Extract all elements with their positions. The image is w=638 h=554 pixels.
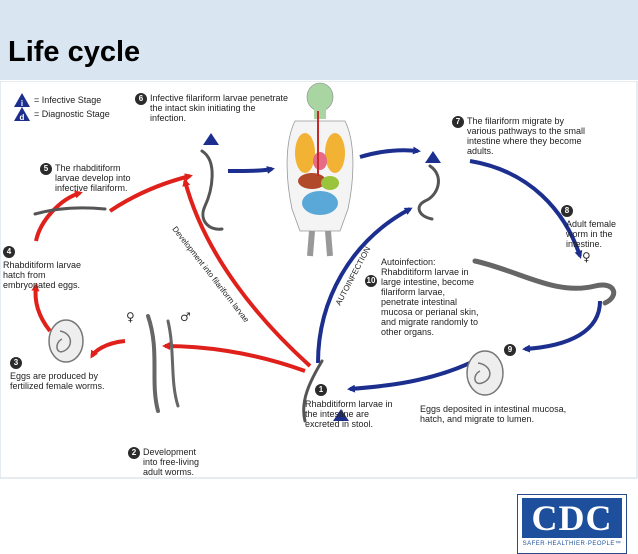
diagram-canvas: i d <box>0 81 638 479</box>
arrow-7-to-8 <box>469 159 583 259</box>
human-body-illustration <box>286 82 354 257</box>
step-4-label: Rhabditiform larvae hatch from embryonat… <box>3 260 82 290</box>
step-9-number: 9 <box>504 344 516 356</box>
male-symbol-free-living: ♂ <box>180 310 191 324</box>
step-8-number: 8 <box>561 205 573 217</box>
cdc-logo-box: CDC SAFER·HEALTHIER·PEOPLE™ <box>517 494 627 554</box>
step-1-number: 1 <box>315 384 327 396</box>
step-4-number: 4 <box>3 246 15 258</box>
infective-stage-icon <box>14 93 30 107</box>
arrow-6-to-host <box>227 166 275 174</box>
diagnostic-marker-1 <box>333 409 349 421</box>
legend-infective: = Infective Stage <box>34 95 102 105</box>
arrow-1-to-2 <box>162 342 306 373</box>
free-living-male-worm <box>166 319 180 408</box>
title-bar <box>0 0 638 80</box>
step-10-number: 10 <box>365 275 377 287</box>
step-7-number: 7 <box>452 116 464 128</box>
infective-marker-7 <box>425 151 441 163</box>
filariform-larva-6 <box>200 149 224 231</box>
diagnostic-stage-icon <box>14 107 30 121</box>
filariform-larva-7 <box>417 164 440 221</box>
arrow-3-to-4 <box>31 283 52 333</box>
step-8-label: Adult female worm in the intestine. <box>566 219 617 249</box>
arrow-5-to-6 <box>108 173 193 213</box>
arrow-9-to-1 <box>347 361 471 393</box>
step-2-number: 2 <box>128 447 140 459</box>
infective-marker-6 <box>203 133 219 145</box>
step-3-number: 3 <box>10 357 22 369</box>
slide-title: Life cycle <box>8 36 141 68</box>
life-cycle-diagram: i d <box>0 81 638 554</box>
step-3-label: Eggs are produced by fertilized female w… <box>10 371 105 391</box>
step-1-label: Rhabditiform larvae in the intestine are… <box>305 399 393 429</box>
embryo-9 <box>474 362 491 385</box>
embryo-3 <box>56 330 72 353</box>
step-6-label: Infective filariform larvae penetrate th… <box>150 93 289 123</box>
female-symbol-adult: ♀ <box>582 250 591 264</box>
arrow-host-to-7 <box>359 146 421 159</box>
cdc-tagline: SAFER·HEALTHIER·PEOPLE™ <box>522 541 622 547</box>
filariform-larva-5 <box>33 206 107 216</box>
step-9-label: Eggs deposited in intestinal mucosa, hat… <box>420 404 567 424</box>
cdc-logo: CDC <box>522 498 622 538</box>
step-2-label: Development into free-living adult worms… <box>143 447 200 477</box>
arrow-8-to-9 <box>522 300 602 353</box>
egg-9 <box>466 350 504 396</box>
arrow-2-to-3 <box>90 339 126 359</box>
rhabditiform-larva-1 <box>302 359 324 423</box>
step-6-number: 6 <box>135 93 147 105</box>
step-5-number: 5 <box>40 163 52 175</box>
diagnostic-stage-mark: d <box>20 113 25 122</box>
step-5-label: The rhabditiform larvae develop into inf… <box>55 163 131 193</box>
arrow-autoinfection <box>316 207 413 364</box>
arrow-4-to-5 <box>34 190 83 242</box>
infective-stage-mark: i <box>21 99 23 108</box>
egg-3 <box>48 319 84 363</box>
diagram-frame <box>0 81 638 479</box>
step-7-label: The filariform migrate by various pathwa… <box>467 116 586 156</box>
arrow-development-filariform <box>182 178 312 368</box>
female-symbol-free-living: ♀ <box>126 310 135 324</box>
step-10-label: Autoinfection: Rhabditiform larvae in la… <box>381 257 479 337</box>
free-living-female-worm <box>146 314 160 413</box>
legend-diagnostic: = Diagnostic Stage <box>34 109 110 119</box>
adult-female-worm <box>472 258 617 306</box>
